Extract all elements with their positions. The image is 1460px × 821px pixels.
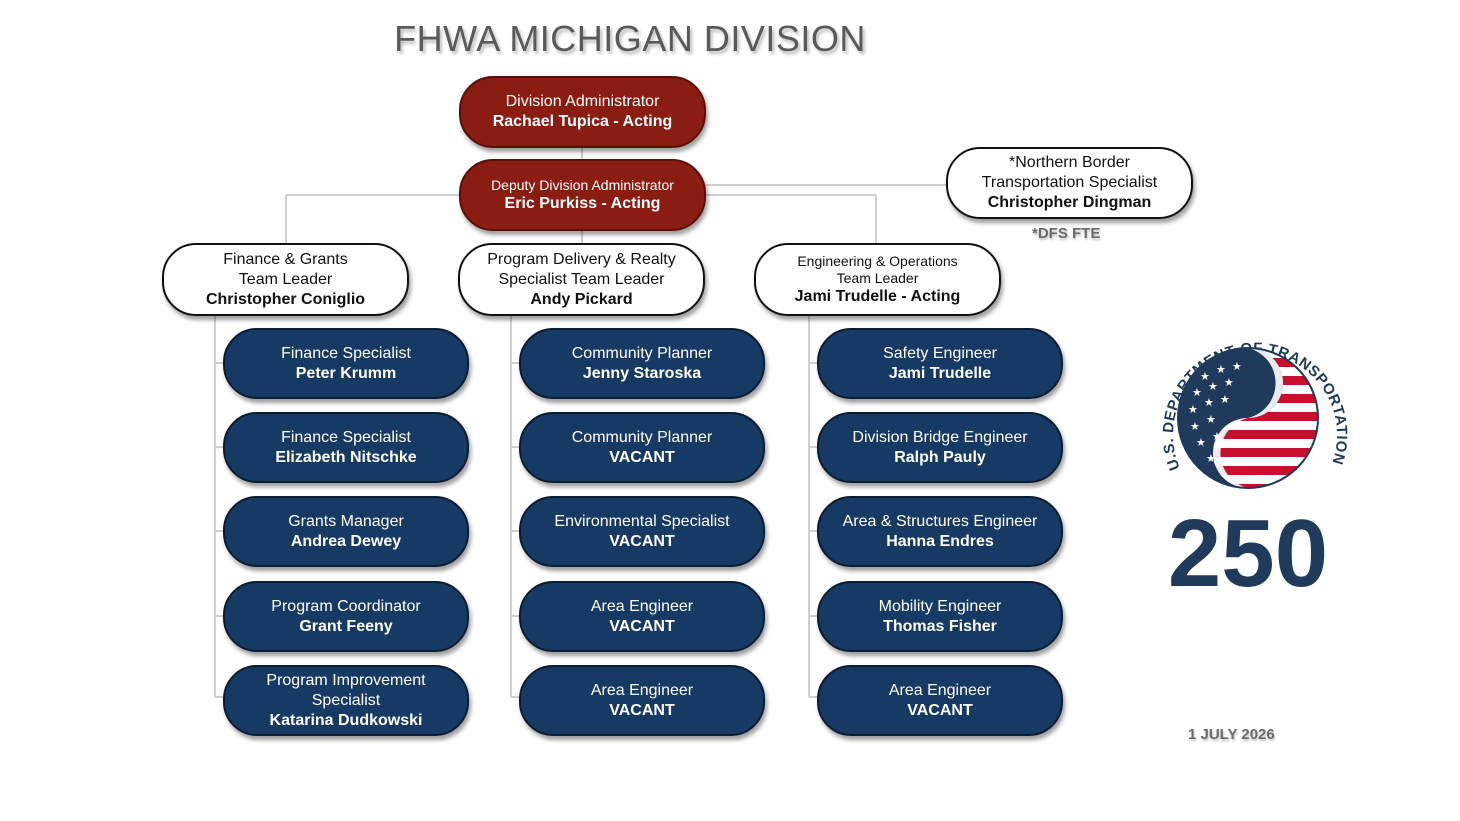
role-label: Team Leader — [836, 269, 919, 286]
role-label: Specialist Team Leader — [498, 270, 665, 288]
staff-box: Area Engineer VACANT — [519, 581, 765, 652]
person-name: Christopher Dingman — [987, 194, 1152, 211]
flag-emblem-icon: ★★★ ★★★ ★★★ ★★ ★★ ★ — [1178, 348, 1318, 488]
role-label: Grants Manager — [288, 512, 404, 530]
person-name: Jenny Staroska — [582, 364, 702, 382]
engineering-operations-team-leader-box: Engineering & Operations Team Leader Jam… — [754, 243, 1001, 316]
person-name: Andrea Dewey — [290, 532, 402, 550]
role-label: Division Administrator — [505, 93, 660, 110]
deputy-administrator-box: Deputy Division Administrator Eric Purki… — [459, 159, 706, 231]
person-name: Rachael Tupica - Acting — [492, 113, 673, 130]
usdot-250-logo: U.S. DEPARTMENT OF TRANSPORTATION ★★★ ★★… — [1160, 340, 1350, 598]
program-delivery-team-leader-box: Program Delivery & Realty Specialist Tea… — [458, 243, 705, 316]
person-name: Peter Krumm — [295, 364, 397, 382]
person-name: VACANT — [609, 617, 675, 635]
person-name: Grant Feeny — [299, 617, 393, 635]
person-name: Elizabeth Nitschke — [275, 448, 417, 466]
staff-box: Finance Specialist Peter Krumm — [223, 328, 469, 399]
role-label: Engineering & Operations — [797, 252, 958, 269]
svg-text:★: ★ — [1190, 420, 1200, 433]
role-label: Community Planner — [571, 344, 713, 362]
svg-text:★: ★ — [1216, 363, 1226, 376]
staff-box: Area Engineer VACANT — [519, 665, 765, 736]
svg-text:★: ★ — [1220, 393, 1230, 406]
staff-box: Finance Specialist Elizabeth Nitschke — [223, 412, 469, 483]
staff-box: Community Planner VACANT — [519, 412, 765, 483]
role-label: Deputy Division Administrator — [491, 176, 674, 193]
person-name: VACANT — [609, 448, 675, 466]
person-name: Thomas Fisher — [883, 617, 997, 635]
svg-text:★: ★ — [1196, 436, 1206, 449]
staff-box: Safety Engineer Jami Trudelle — [817, 328, 1063, 399]
role-label: Safety Engineer — [883, 344, 997, 362]
role-label: Finance & Grants — [223, 250, 348, 268]
anniversary-number: 250 — [1168, 500, 1328, 598]
staff-box: Area & Structures Engineer Hanna Endres — [817, 496, 1063, 567]
role-label: Area Engineer — [888, 681, 992, 699]
role-label: Community Planner — [571, 428, 713, 446]
role-label: Area Engineer — [590, 681, 694, 699]
role-label: Program Delivery & Realty — [487, 250, 676, 268]
person-name: Jami Trudelle — [888, 364, 992, 382]
role-label: Program Improvement — [266, 671, 426, 689]
northern-border-specialist-box: *Northern Border Transportation Speciali… — [946, 147, 1193, 219]
svg-text:★: ★ — [1206, 413, 1216, 426]
person-name: Jami Trudelle - Acting — [794, 287, 961, 305]
person-name: VACANT — [609, 532, 675, 550]
staff-box: Community Planner Jenny Staroska — [519, 328, 765, 399]
person-name: VACANT — [609, 701, 675, 719]
svg-text:★: ★ — [1192, 386, 1202, 399]
person-name: VACANT — [907, 701, 973, 719]
svg-text:★: ★ — [1188, 403, 1198, 416]
svg-text:★: ★ — [1204, 396, 1214, 409]
role-label: Area Engineer — [590, 597, 694, 615]
role-label: Specialist — [311, 691, 381, 709]
staff-box: Division Bridge Engineer Ralph Pauly — [817, 412, 1063, 483]
person-name: Hanna Endres — [886, 532, 994, 550]
person-name: Ralph Pauly — [894, 448, 986, 466]
role-label: Mobility Engineer — [878, 597, 1002, 615]
staff-box: Program Improvement Specialist Katarina … — [223, 665, 469, 736]
person-name: Christopher Coniglio — [205, 290, 366, 308]
effective-date: 1 JULY 2026 — [1188, 726, 1275, 743]
role-label: Environmental Specialist — [554, 512, 730, 530]
page-title: FHWA MICHIGAN DIVISION — [394, 18, 866, 59]
svg-text:★: ★ — [1206, 452, 1216, 465]
division-administrator-box: Division Administrator Rachael Tupica - … — [459, 76, 706, 148]
role-label: Finance Specialist — [281, 344, 411, 362]
staff-box: Environmental Specialist VACANT — [519, 496, 765, 567]
person-name: Andy Pickard — [530, 290, 633, 308]
role-label: Team Leader — [238, 270, 333, 288]
role-label: Division Bridge Engineer — [852, 428, 1028, 446]
role-label: *Northern Border — [1009, 154, 1130, 171]
role-label: Program Coordinator — [271, 597, 421, 615]
svg-text:★: ★ — [1208, 380, 1218, 393]
svg-text:★: ★ — [1232, 360, 1242, 373]
role-label: Area & Structures Engineer — [842, 512, 1038, 530]
staff-box: Area Engineer VACANT — [817, 665, 1063, 736]
staff-box: Program Coordinator Grant Feeny — [223, 581, 469, 652]
staff-box: Grants Manager Andrea Dewey — [223, 496, 469, 567]
role-label: Finance Specialist — [281, 428, 411, 446]
dfs-fte-note: *DFS FTE — [1032, 225, 1101, 242]
svg-text:★: ★ — [1224, 376, 1234, 389]
person-name: Katarina Dudkowski — [269, 711, 423, 729]
staff-box: Mobility Engineer Thomas Fisher — [817, 581, 1063, 652]
svg-text:★: ★ — [1212, 430, 1222, 443]
svg-text:★: ★ — [1200, 370, 1210, 383]
person-name: Eric Purkiss - Acting — [504, 194, 661, 212]
finance-grants-team-leader-box: Finance & Grants Team Leader Christopher… — [162, 243, 409, 316]
role-label: Transportation Specialist — [981, 174, 1158, 191]
